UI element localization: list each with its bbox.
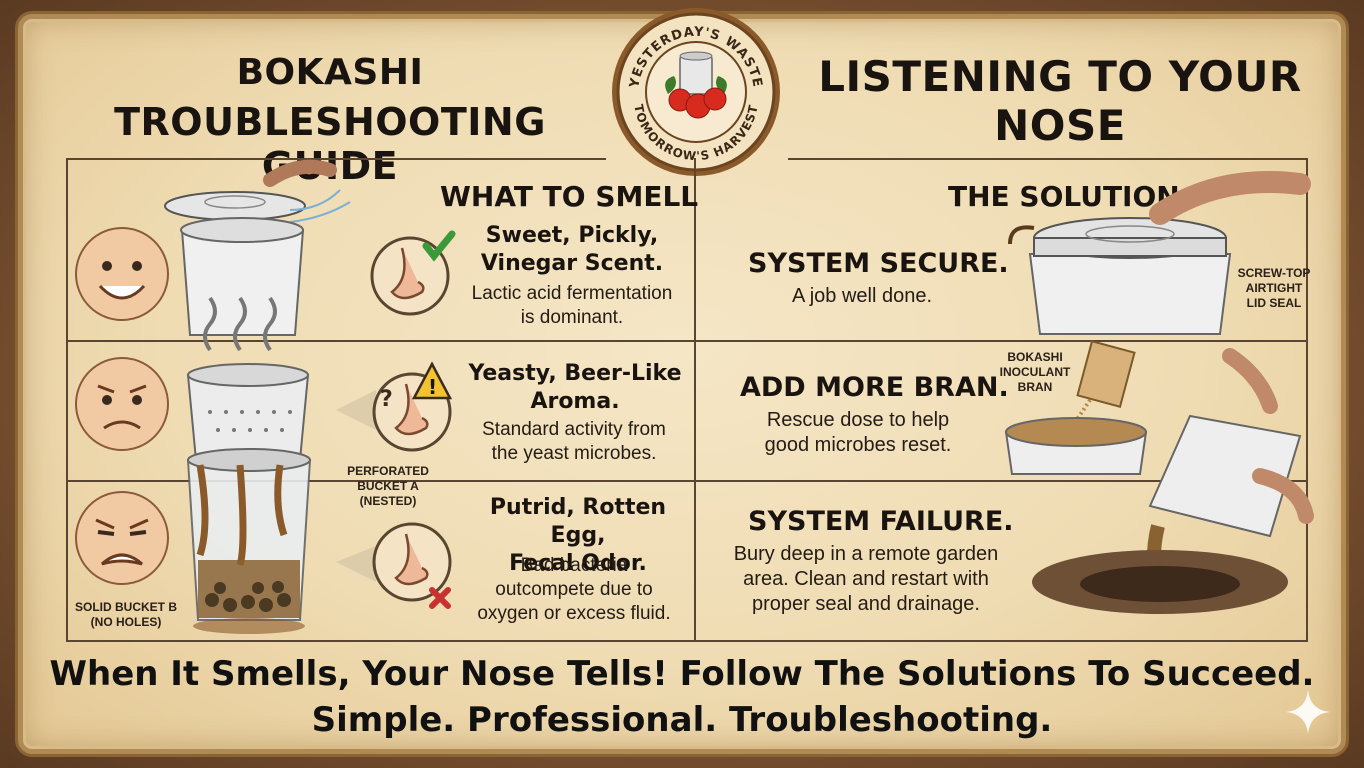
row1-desc: Lactic acid fermentation is dominant. — [440, 282, 704, 330]
svg-text:!: ! — [428, 375, 437, 399]
row2-solution-desc: Rescue dose to help good microbes reset. — [740, 408, 976, 458]
row3-solution-line3: proper seal and drainage. — [752, 593, 980, 615]
row2-smell: Yeasty, Beer-Like Aroma. — [460, 360, 690, 416]
row2-smell-line2: Aroma. — [530, 389, 620, 414]
bucket-b-label: SOLID BUCKET B (NO HOLES) — [64, 600, 188, 630]
grid-mid — [694, 158, 696, 640]
row3-smell-line1: Putrid, Rotten Egg, — [489, 495, 667, 548]
grid-row2 — [66, 480, 1308, 482]
warning-icon — [411, 361, 453, 400]
row3-solution-line2: area. Clean and restart with — [743, 568, 989, 590]
title-right: LISTENING TO YOUR NOSE — [818, 52, 1302, 150]
row1-smell-line1: Sweet, Pickly, — [485, 223, 659, 248]
grid-left — [66, 158, 68, 640]
nose-warning-icon: ? ! — [336, 361, 453, 452]
row1-desc-line2: is dominant. — [520, 307, 624, 328]
bran-label-line3: BRAN — [1017, 380, 1053, 394]
bucket-illustration — [164, 159, 351, 634]
nose-bad-icon — [336, 522, 452, 609]
row3-solution-desc: Bury deep in a remote garden area. Clean… — [714, 542, 1018, 617]
bucket-a-label-line3: (NESTED) — [359, 494, 417, 508]
tipped-bucket-icon — [1148, 414, 1302, 538]
grid-top-left — [66, 158, 606, 160]
footer-line2: Simple. Professional. Troubleshooting. — [311, 700, 1053, 740]
happy-face-icon — [75, 227, 169, 321]
grid-right — [1306, 158, 1308, 640]
row1-smell-line2: Vinegar Scent. — [480, 251, 664, 276]
row1-solution-title: SYSTEM SECURE. — [748, 248, 1009, 279]
row3-solution-line1: Bury deep in a remote garden — [733, 543, 999, 565]
lid-seal-label: SCREW-TOP AIRTIGHT LID SEAL — [1222, 266, 1326, 311]
row2-desc-line2: the yeast microbes. — [491, 443, 657, 464]
row2-solution-line1: Rescue dose to help — [766, 409, 950, 431]
row2-solution-line2: good microbes reset. — [764, 434, 952, 456]
row2-desc-line1: Standard activity from — [482, 419, 666, 440]
grid-bottom — [66, 640, 1308, 642]
grid-top-right — [788, 158, 1308, 160]
row1-desc-line1: Lactic acid fermentation — [471, 283, 673, 304]
row3-smell: Putrid, Rotten Egg, Fecal Odor. — [460, 494, 696, 578]
rotate-arrow-icon — [1008, 225, 1035, 245]
row2-smell-line1: Yeasty, Beer-Like — [468, 361, 682, 386]
header-solution: THE SOLUTION — [948, 180, 1180, 213]
header-smell: WHAT TO SMELL — [440, 180, 699, 213]
emblem-badge: YESTERDAY'S WASTE TOMORROW'S HARVEST — [612, 8, 780, 176]
bran-bag-icon — [1076, 340, 1136, 408]
row2-desc: Standard activity from the yeast microbe… — [456, 418, 692, 466]
bucket-a-label-line1: PERFORATED — [347, 464, 429, 478]
lid-seal-label-line3: LID SEAL — [1246, 296, 1302, 310]
burying-icon — [1032, 348, 1314, 614]
hand-icon — [263, 159, 337, 187]
footer-line1: When It Smells, Your Nose Tells! Follow … — [49, 654, 1315, 694]
row3-desc-line2: outcompete due to — [495, 579, 653, 600]
bran-bucket-icon — [1004, 340, 1148, 475]
row3-smell-line2: Fecal Odor. — [509, 551, 647, 576]
svg-text:?: ? — [380, 387, 393, 412]
lid-seal-label-line1: SCREW-TOP — [1237, 266, 1311, 280]
bran-label-line2: INOCULANT — [999, 365, 1071, 379]
bran-label-line1: BOKASHI — [1007, 350, 1063, 364]
sealed-bucket-icon — [1008, 171, 1311, 335]
sparkle-icon — [1286, 690, 1330, 734]
row3-solution-title: SYSTEM FAILURE. — [748, 506, 1014, 537]
lid-seal-label-line2: AIRTIGHT — [1245, 281, 1303, 295]
bucket-a-label: PERFORATED BUCKET A (NESTED) — [336, 464, 440, 509]
bran-label: BOKASHI INOCULANT BRAN — [990, 350, 1080, 395]
nose-good-icon — [370, 230, 456, 316]
disgusted-face-icon — [75, 491, 169, 585]
hand-icon — [1149, 171, 1311, 225]
bucket-b-label-line1: SOLID BUCKET B — [75, 600, 177, 614]
row2-solution-title: ADD MORE BRAN. — [740, 372, 1009, 403]
check-icon — [422, 230, 456, 262]
row1-smell: Sweet, Pickly, Vinegar Scent. — [462, 222, 682, 278]
row3-desc-line3: oxygen or excess fluid. — [477, 603, 671, 624]
worried-face-icon — [75, 357, 169, 451]
grid-row1 — [66, 340, 1308, 342]
row3-desc: Bad bacteria outcompete due to oxygen or… — [456, 554, 692, 626]
title-left-line1: BOKASHI — [236, 52, 424, 93]
row3-desc-line1: Bad bacteria — [520, 555, 628, 576]
bucket-a-label-line2: BUCKET A — [357, 479, 419, 493]
title-left-line2: TROUBLESHOOTING GUIDE — [114, 100, 546, 188]
emblem-bucket-icon — [679, 55, 713, 95]
row1-solution-line1: A job well done. — [791, 285, 933, 307]
x-icon — [429, 587, 451, 609]
bucket-b-label-line2: (NO HOLES) — [90, 615, 162, 629]
